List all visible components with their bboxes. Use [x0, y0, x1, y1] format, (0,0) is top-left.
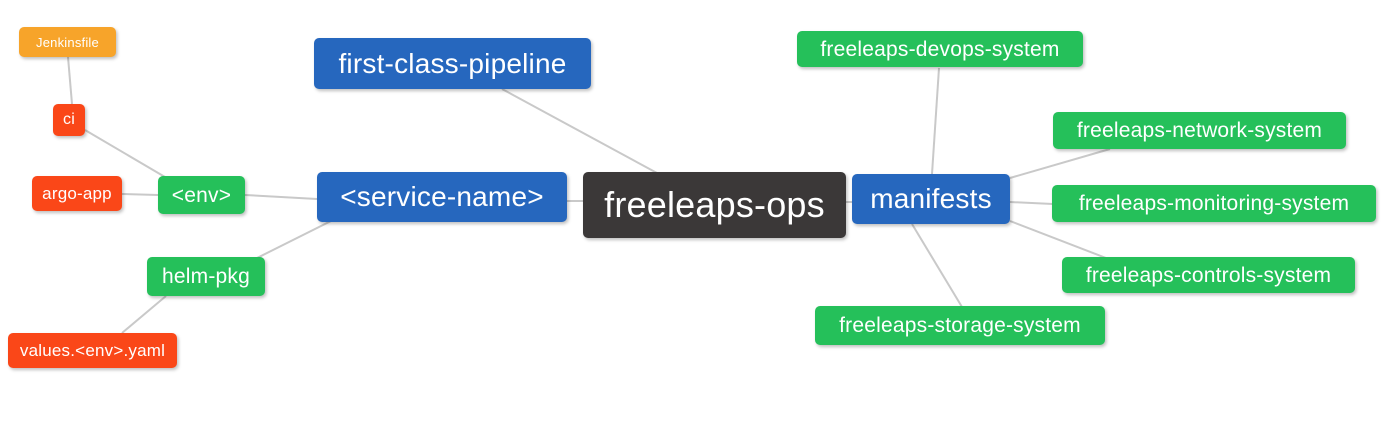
node-label: argo-app [42, 184, 112, 203]
edge-ci-to-env [84, 129, 166, 178]
node-manifests[interactable]: manifests [852, 174, 1010, 224]
node-label: values.<env>.yaml [19, 341, 166, 360]
edge-env-to-service-name [244, 194, 318, 200]
node-freeleaps-storage-system[interactable]: freeleaps-storage-system [815, 306, 1105, 345]
node-label: freeleaps-network-system [1076, 119, 1323, 142]
node-env[interactable]: <env> [158, 176, 245, 214]
node-label: freeleaps-storage-system [839, 314, 1081, 337]
node-label: first-class-pipeline [338, 47, 567, 79]
node-helm-pkg[interactable]: helm-pkg [147, 257, 265, 296]
node-freeleaps-controls-system[interactable]: freeleaps-controls-system [1062, 257, 1355, 293]
edge-values-env-yaml-to-helm-pkg [121, 295, 167, 334]
node-argo-app[interactable]: argo-app [32, 176, 122, 211]
node-ci[interactable]: ci [53, 104, 85, 136]
node-freeleaps-monitoring-system[interactable]: freeleaps-monitoring-system [1052, 185, 1376, 222]
node-freeleaps-network-system[interactable]: freeleaps-network-system [1053, 112, 1346, 149]
node-label: freeleaps-monitoring-system [1078, 192, 1350, 215]
node-freeleaps-ops-root[interactable]: freeleaps-ops [583, 172, 846, 238]
edge-manifests-to-freeleaps-devops-system [931, 67, 940, 175]
node-label: <service-name> [340, 181, 544, 212]
node-values-env-yaml[interactable]: values.<env>.yaml [8, 333, 177, 368]
edge-first-class-pipeline-to-freeleaps-ops [501, 88, 658, 174]
node-label: Jenkinsfile [36, 34, 99, 50]
node-label: <env> [171, 183, 232, 207]
node-label: freeleaps-controls-system [1085, 263, 1332, 287]
edge-manifests-to-freeleaps-network-system [1009, 148, 1111, 179]
edge-manifests-to-freeleaps-controls-system [1009, 220, 1107, 259]
edge-manifests-to-freeleaps-storage-system [911, 223, 963, 308]
edge-argo-app-to-env [121, 193, 159, 196]
edge-helm-pkg-to-service-name [256, 220, 332, 259]
node-service-name[interactable]: <service-name> [317, 172, 567, 222]
node-label: ci [63, 111, 75, 128]
node-freeleaps-devops-system[interactable]: freeleaps-devops-system [797, 31, 1083, 67]
node-jenkinsfile[interactable]: Jenkinsfile [19, 27, 116, 57]
node-label: freeleaps-devops-system [820, 37, 1060, 61]
node-first-class-pipeline[interactable]: first-class-pipeline [314, 38, 591, 89]
edge-manifests-to-freeleaps-monitoring-system [1009, 201, 1054, 205]
node-label: helm-pkg [162, 265, 250, 288]
node-label: manifests [870, 183, 992, 214]
edge-jenkinsfile-to-ci [67, 56, 73, 105]
node-label: freeleaps-ops [604, 184, 825, 225]
